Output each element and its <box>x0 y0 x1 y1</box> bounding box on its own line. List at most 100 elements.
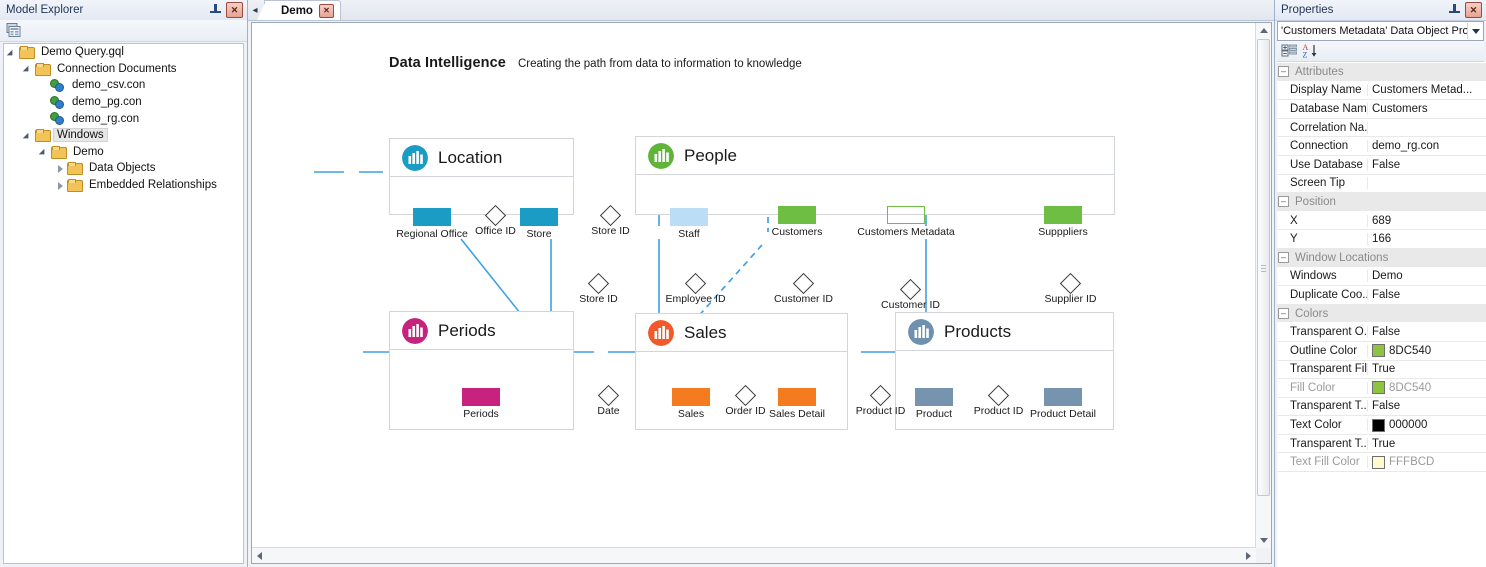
collapse-arrow-icon[interactable] <box>54 179 67 192</box>
data-object-box[interactable] <box>672 388 710 406</box>
relationship-diamond[interactable] <box>599 204 622 227</box>
object-selector-dropdown[interactable]: 'Customers Metadata' Data Object Prop <box>1277 21 1484 41</box>
collapse-arrow-icon[interactable] <box>54 162 67 175</box>
collapse-icon[interactable]: – <box>1277 305 1290 322</box>
diagram-container[interactable]: Location <box>389 138 574 215</box>
pin-icon[interactable] <box>209 3 223 17</box>
property-row[interactable]: Use Database ...False <box>1277 156 1486 175</box>
relationship-node[interactable]: Office ID <box>475 204 516 237</box>
data-object-node[interactable]: Sales <box>672 388 710 420</box>
property-value[interactable]: 000000 <box>1368 418 1486 432</box>
data-object-node[interactable]: Supppliers <box>1038 206 1088 238</box>
relationship-diamond[interactable] <box>484 204 507 227</box>
relationship-diamond[interactable] <box>734 384 757 407</box>
property-value[interactable]: Demo <box>1368 270 1486 282</box>
relationship-diamond[interactable] <box>587 272 610 295</box>
data-object-box[interactable] <box>915 388 953 406</box>
tree-item[interactable]: Windows <box>4 127 243 144</box>
collapse-icon[interactable]: – <box>1277 249 1290 266</box>
relationship-diamond[interactable] <box>684 272 707 295</box>
tree-item[interactable]: demo_pg.con <box>4 94 243 111</box>
properties-category[interactable]: –Colors <box>1277 304 1486 324</box>
scroll-down-icon[interactable] <box>1256 533 1271 548</box>
relationship-diamond[interactable] <box>899 278 922 301</box>
expand-arrow-icon[interactable] <box>38 145 51 158</box>
data-object-node[interactable]: Product Detail <box>1030 388 1096 420</box>
data-object-box[interactable] <box>1044 206 1082 224</box>
relationship-diamond[interactable] <box>869 384 892 407</box>
property-value[interactable]: 689 <box>1368 215 1486 227</box>
property-value[interactable]: 8DC540 <box>1368 344 1486 358</box>
data-object-box[interactable] <box>887 206 925 224</box>
property-value[interactable]: Customers Metad... <box>1368 84 1486 96</box>
data-object-node[interactable]: Regional Office <box>396 208 468 240</box>
property-row[interactable]: Correlation Na... <box>1277 119 1486 138</box>
vertical-scroll-thumb[interactable] <box>1257 39 1270 496</box>
tree-item[interactable]: Demo Query.gql <box>4 44 243 61</box>
scroll-right-icon[interactable] <box>1241 548 1256 563</box>
close-icon[interactable]: ✕ <box>318 3 334 18</box>
alphabetical-sort-icon[interactable]: A Z <box>1302 43 1319 60</box>
chevron-down-icon[interactable] <box>1467 23 1483 39</box>
data-object-box[interactable] <box>462 388 500 406</box>
property-value[interactable]: FFFBCD <box>1368 455 1486 469</box>
data-object-box[interactable] <box>778 206 816 224</box>
property-value[interactable]: 166 <box>1368 233 1486 245</box>
properties-window-icon[interactable] <box>5 23 21 38</box>
expand-arrow-icon[interactable] <box>22 62 35 75</box>
diagram-canvas[interactable]: Data Intelligence Creating the path from… <box>252 23 1256 548</box>
tree-item[interactable]: Demo <box>4 144 243 161</box>
tree-item[interactable]: demo_rg.con <box>4 110 243 127</box>
diagram-container[interactable]: People <box>635 136 1115 215</box>
relationship-node[interactable]: Store ID <box>579 272 618 305</box>
categorized-view-icon[interactable] <box>1281 43 1298 59</box>
relationship-node[interactable]: Product ID <box>974 384 1023 417</box>
diagram-container[interactable]: Periods <box>389 311 574 430</box>
expand-arrow-icon[interactable] <box>6 46 19 59</box>
tree-item[interactable]: Connection Documents <box>4 61 243 78</box>
relationship-node[interactable]: Date <box>597 384 620 417</box>
tree-item[interactable]: Embedded Relationships <box>4 177 243 194</box>
property-row[interactable]: Screen Tip <box>1277 175 1486 194</box>
pin-icon[interactable] <box>1448 3 1462 17</box>
relationship-node[interactable]: Employee ID <box>665 272 726 305</box>
data-object-node[interactable]: Customers <box>772 206 822 238</box>
diagram-container[interactable]: Sales <box>635 313 848 430</box>
close-icon[interactable]: ✕ <box>1465 2 1482 18</box>
data-object-box[interactable] <box>520 208 558 226</box>
property-row[interactable]: Transparent O...False <box>1277 323 1486 342</box>
scroll-left-icon[interactable]: ◂ <box>252 4 258 16</box>
data-object-box[interactable] <box>670 208 708 226</box>
scroll-up-icon[interactable] <box>1256 23 1271 38</box>
properties-category[interactable]: –Position <box>1277 193 1486 212</box>
tree-item[interactable]: demo_csv.con <box>4 77 243 94</box>
relationship-node[interactable]: Store ID <box>591 204 630 237</box>
property-value[interactable]: False <box>1368 159 1486 171</box>
close-icon[interactable]: ✕ <box>226 2 243 18</box>
relationship-diamond[interactable] <box>597 384 620 407</box>
relationship-node[interactable]: Customer ID <box>881 278 940 311</box>
data-object-node[interactable]: Periods <box>462 388 500 420</box>
property-value[interactable]: True <box>1368 363 1486 375</box>
scroll-left-icon[interactable] <box>252 548 267 563</box>
collapse-icon[interactable]: – <box>1277 63 1290 80</box>
property-value[interactable]: demo_rg.con <box>1368 140 1486 152</box>
tree-item[interactable]: Data Objects <box>4 160 243 177</box>
property-value[interactable]: False <box>1368 326 1486 338</box>
collapse-icon[interactable]: – <box>1277 193 1290 210</box>
property-value[interactable]: False <box>1368 289 1486 301</box>
data-object-node[interactable]: Customers Metadata <box>857 206 955 238</box>
data-object-node[interactable]: Sales Detail <box>769 388 825 420</box>
data-object-box[interactable] <box>413 208 451 226</box>
